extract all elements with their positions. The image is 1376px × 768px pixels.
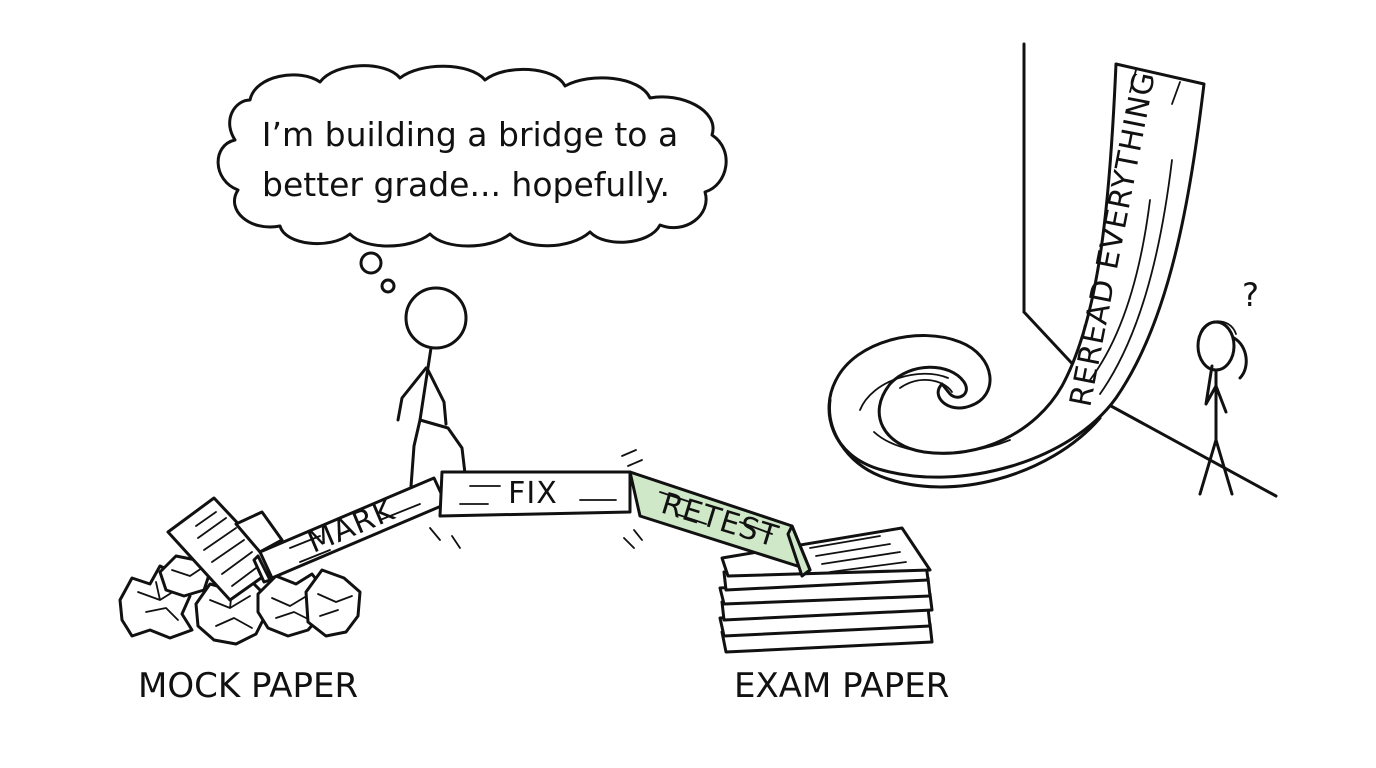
plank-retest: RETEST [623, 470, 812, 578]
stick-figure-confused: ? [1196, 276, 1259, 496]
confused-question-mark: ? [1242, 276, 1259, 314]
plank-fix: FIX [429, 449, 643, 549]
plank-mark: MARK [252, 476, 448, 584]
thought-line-2: better grade... hopefully. [262, 165, 670, 204]
plank-mark-label: MARK [303, 493, 401, 561]
stick-figure-builder [396, 286, 468, 502]
mock-paper-caption: MOCK PAPER [138, 666, 358, 706]
exam-paper-caption: EXAM PAPER [734, 666, 949, 706]
mock-paper-pile [118, 496, 362, 646]
plank-retest-label: RETEST [657, 486, 782, 555]
reread-scroll: REREAD EVERYTHING [827, 62, 1206, 489]
thought-line-1: I’m building a bridge to a [262, 115, 678, 154]
exam-paper-stack [718, 526, 934, 654]
thought-bubble: I’m building a bridge to a better grade.… [216, 64, 728, 294]
room-corner [1022, 42, 1278, 498]
plank-fix-label: FIX [508, 476, 558, 511]
